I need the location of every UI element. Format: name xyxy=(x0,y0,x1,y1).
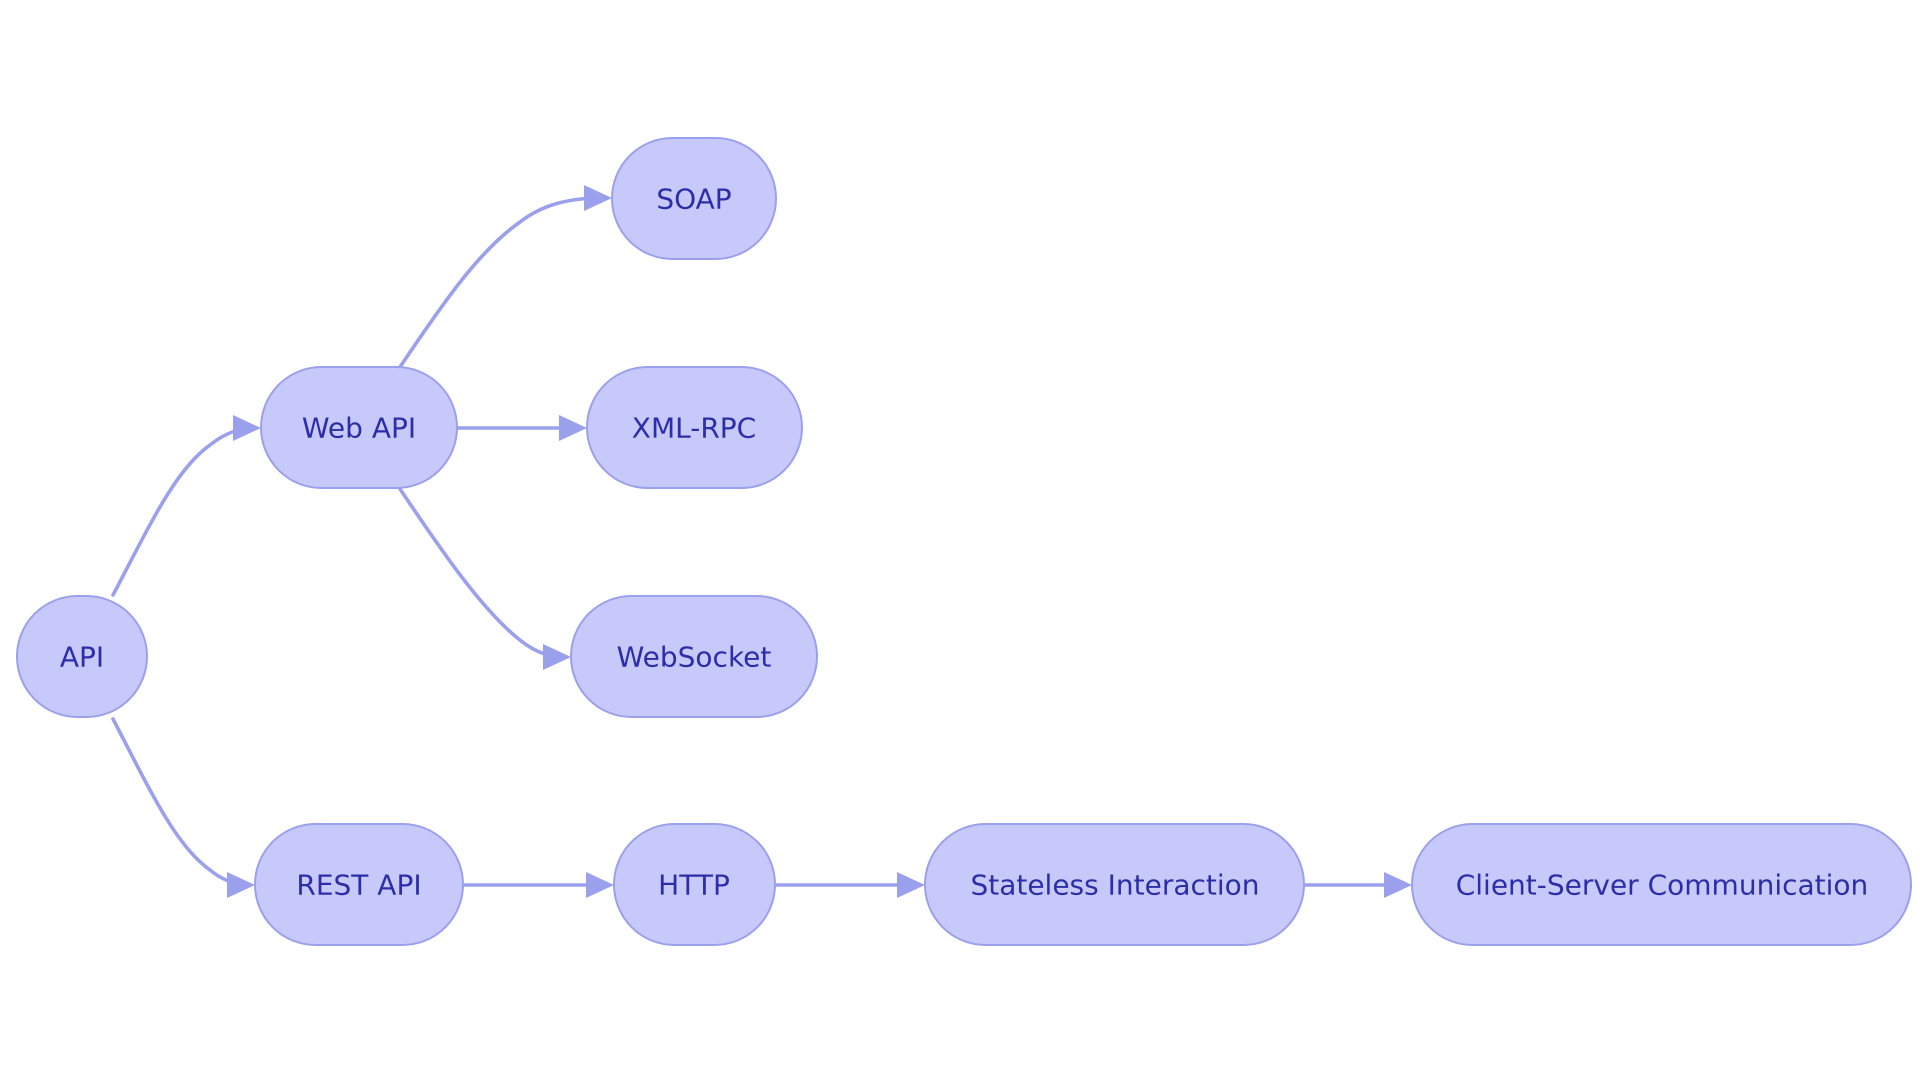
edge-api-to-rest-api xyxy=(111,717,250,887)
arrowhead-http xyxy=(586,872,614,898)
edge-api-to-web-api xyxy=(111,426,256,597)
node-soap-shape xyxy=(611,137,777,260)
node-stateless-interaction[interactable]: Stateless Interaction xyxy=(924,823,1305,946)
arrowhead-rest-api xyxy=(227,872,255,898)
node-client-server-communication-shape xyxy=(1411,823,1912,946)
node-soap[interactable]: SOAP xyxy=(611,137,777,260)
node-web-api-label: Web API xyxy=(302,412,416,445)
arrowhead-soap xyxy=(584,185,612,211)
node-xml-rpc-shape xyxy=(586,366,803,489)
edge-web-api-to-websocket xyxy=(398,487,565,659)
node-client-server-communication[interactable]: Client-Server Communication xyxy=(1411,823,1912,946)
node-rest-api-shape xyxy=(254,823,464,946)
node-web-api[interactable]: Web API xyxy=(260,366,458,489)
node-websocket-shape xyxy=(570,595,818,718)
node-api-shape xyxy=(16,595,148,718)
node-soap-label: SOAP xyxy=(656,183,731,216)
node-http[interactable]: HTTP xyxy=(613,823,776,946)
nodes: API Web API REST API SOAP XML-RPC WebSoc… xyxy=(16,137,1912,946)
node-websocket-label: WebSocket xyxy=(617,641,772,674)
node-client-server-communication-label: Client-Server Communication xyxy=(1456,869,1869,902)
arrowhead-client-server-communication xyxy=(1384,872,1412,898)
node-xml-rpc-label: XML-RPC xyxy=(632,412,756,445)
node-http-shape xyxy=(613,823,776,946)
node-websocket[interactable]: WebSocket xyxy=(570,595,818,718)
arrowhead-web-api xyxy=(233,415,261,441)
edges xyxy=(111,185,1412,898)
node-web-api-shape xyxy=(260,366,458,489)
node-api-label: API xyxy=(60,641,104,674)
node-stateless-interaction-shape xyxy=(924,823,1305,946)
edge-web-api-to-soap xyxy=(398,196,604,369)
node-api[interactable]: API xyxy=(16,595,148,718)
node-stateless-interaction-label: Stateless Interaction xyxy=(970,869,1259,902)
node-xml-rpc[interactable]: XML-RPC xyxy=(586,366,803,489)
node-rest-api[interactable]: REST API xyxy=(254,823,464,946)
arrowhead-websocket xyxy=(543,644,571,670)
node-rest-api-label: REST API xyxy=(296,869,421,902)
arrowhead-stateless-interaction xyxy=(897,872,925,898)
node-http-label: HTTP xyxy=(658,869,730,902)
arrowhead-xml-rpc xyxy=(559,415,587,441)
